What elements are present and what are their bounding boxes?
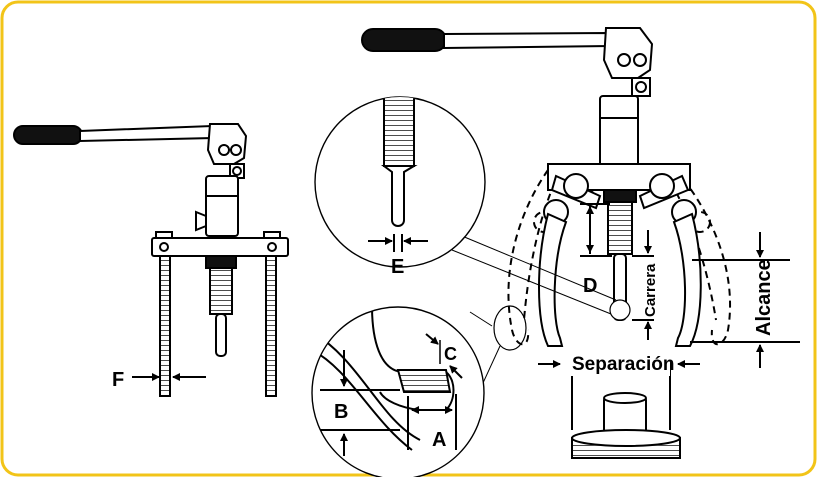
label-alcance: Alcance — [753, 259, 775, 336]
left-handle-grip — [13, 125, 83, 145]
label-separacion: Separación — [572, 354, 674, 375]
left-cylinder — [205, 175, 239, 237]
dimension-f: F — [112, 369, 206, 391]
label-c: C — [444, 344, 457, 364]
left-puller — [13, 123, 289, 397]
label-e: E — [391, 256, 404, 278]
label-d: D — [583, 275, 597, 297]
right-handle-rod — [443, 31, 612, 50]
label-a: A — [432, 429, 446, 451]
right-jaw-left — [538, 212, 568, 347]
detail-circle-jaw-tip: B A C — [311, 305, 527, 477]
dimension-alcance — [690, 232, 800, 368]
label-f: F — [112, 369, 124, 391]
right-piston-thread — [607, 201, 633, 255]
right-puller — [361, 27, 732, 459]
left-leg-right — [265, 255, 277, 397]
left-leg-left — [159, 255, 171, 397]
label-b: B — [334, 401, 348, 423]
left-piston-thread — [209, 267, 233, 315]
right-cylinder — [599, 95, 639, 171]
detail-circle-e: E — [314, 96, 631, 321]
right-handle-grip — [361, 28, 447, 52]
dimension-carrera — [632, 230, 654, 340]
dimension-d — [580, 203, 612, 257]
label-carrera: Carrera — [642, 263, 659, 317]
right-jaw-right — [672, 212, 702, 347]
